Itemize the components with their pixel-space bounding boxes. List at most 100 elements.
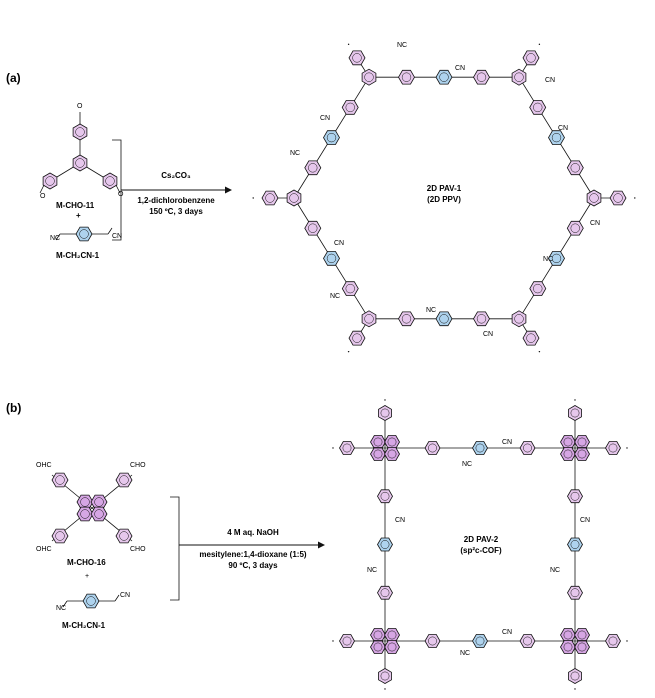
aromatic-circle <box>475 636 485 646</box>
aromatic-circle <box>380 671 390 681</box>
nitrile-cn-a: CN <box>112 233 122 240</box>
linker-phenyl <box>519 634 536 648</box>
pyrene-ring <box>384 447 400 461</box>
pyrene-ring <box>574 447 590 461</box>
aromatic-circle <box>563 437 573 447</box>
cn-label-a-1: NC <box>397 42 407 49</box>
continuation-dot <box>347 350 350 353</box>
pyrene-ring <box>384 640 400 654</box>
outer-phenyl <box>348 50 366 66</box>
aromatic-circle <box>373 437 383 447</box>
outer-phenyl <box>261 190 279 206</box>
pyrene-ring <box>574 628 590 642</box>
linker-phenyl <box>566 220 584 236</box>
aromatic-circle <box>551 253 562 264</box>
aromatic-circle <box>86 596 96 606</box>
aromatic-circle <box>265 193 275 203</box>
aryl-ring <box>115 472 133 488</box>
aryl-ring-top <box>72 123 88 141</box>
aldehyde-o-left: O <box>40 193 46 200</box>
m-cho-16-label: M-CHO-16 <box>67 558 106 567</box>
nitrile-core-ring <box>75 226 93 242</box>
bond <box>114 594 120 602</box>
2d-pav-2-framework <box>332 399 628 690</box>
condition-reagent-b: 4 M aq. NaOH <box>227 528 279 537</box>
central-benzene <box>72 154 88 172</box>
cyano-vinylene-core <box>435 311 453 327</box>
linker-phenyl <box>398 69 415 85</box>
linker-phenyl <box>567 585 583 600</box>
aromatic-circle <box>75 127 85 137</box>
aromatic-circle <box>563 449 573 459</box>
aromatic-circle <box>380 540 390 549</box>
cn-label-b-2: CN <box>502 439 512 446</box>
tris-aryl-node <box>286 189 302 207</box>
m-cho-11-structure <box>39 112 121 194</box>
tris-aryl-node <box>586 189 602 207</box>
continuation-dot <box>332 640 334 642</box>
aromatic-circle <box>476 314 487 324</box>
tris-aryl-node <box>511 68 527 86</box>
aromatic-circle <box>373 630 383 640</box>
outer-phenyl <box>348 330 366 346</box>
cyano-vinylene-core <box>472 634 488 648</box>
aromatic-circle <box>439 314 449 324</box>
panel-a-label: (a) <box>6 71 21 85</box>
aromatic-circle <box>119 475 129 485</box>
outer-phenyl <box>605 634 621 648</box>
cho-bottom-right: CHO <box>130 546 146 553</box>
reactant-bracket-b <box>170 496 180 601</box>
nitrile-nc-a: NC <box>50 235 60 242</box>
linker-phenyl <box>377 585 393 600</box>
aromatic-circle <box>533 102 543 113</box>
m-ch2cn-1-structure-b <box>62 593 120 609</box>
condition-temp-a: 150 ºC, 3 days <box>149 207 203 216</box>
linker-phenyl <box>529 100 547 115</box>
outer-phenyl <box>339 441 355 455</box>
cn-label-b-1: NC <box>462 461 472 468</box>
aromatic-circle <box>380 588 390 598</box>
nitrile-nc-b: NC <box>56 605 66 612</box>
aromatic-circle <box>105 176 115 186</box>
cn-label-b-4: NC <box>367 567 377 574</box>
continuation-dot <box>384 688 386 690</box>
reactant-bracket-a <box>112 139 122 241</box>
cyano-vinylene-core <box>435 69 453 85</box>
aromatic-circle <box>577 449 587 459</box>
linker-phenyl <box>304 220 322 236</box>
aromatic-circle <box>570 163 580 173</box>
pyrene-ring <box>574 435 590 449</box>
continuation-dot <box>384 399 386 401</box>
panel-b-plus: + <box>85 573 89 580</box>
aromatic-circle <box>476 72 487 82</box>
arrow-head-b <box>318 541 325 549</box>
continuation-dot <box>626 640 628 642</box>
aromatic-circle <box>352 53 362 63</box>
cho-ohc-bottom-left: OHC <box>36 546 52 553</box>
cyano-vinylene-core <box>548 130 565 145</box>
aromatic-circle <box>589 193 599 203</box>
aryl-ring <box>115 528 133 544</box>
outer-phenyl <box>609 190 627 206</box>
aryl-ring-left <box>42 172 58 190</box>
aldehyde-o-top: O <box>77 103 83 110</box>
aromatic-circle <box>577 630 587 640</box>
outer-phenyl <box>378 668 392 684</box>
cn-label-a-3: CN <box>545 77 555 84</box>
aromatic-circle <box>119 531 129 541</box>
aromatic-circle <box>55 475 65 485</box>
continuation-dot <box>626 447 628 449</box>
aromatic-circle <box>533 283 543 294</box>
aromatic-circle <box>80 497 90 507</box>
aryl-ring <box>51 528 69 544</box>
cyano-vinylene-core <box>567 537 583 552</box>
aromatic-circle <box>345 102 355 113</box>
aromatic-circle <box>326 132 337 143</box>
cn-label-b-5: CN <box>580 517 590 524</box>
cho-ohc-top-left: OHC <box>36 462 52 469</box>
aromatic-circle <box>45 176 55 186</box>
continuation-dot <box>332 447 334 449</box>
aromatic-circle <box>570 491 580 501</box>
cn-label-a-8: NC <box>543 256 553 263</box>
aromatic-circle <box>526 333 536 343</box>
